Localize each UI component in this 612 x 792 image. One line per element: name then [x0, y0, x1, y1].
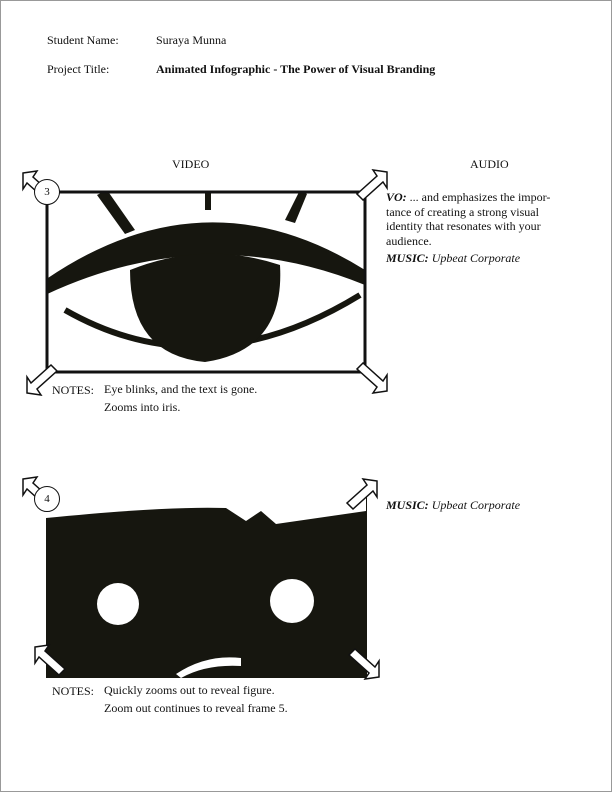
frame-4-audio: MUSIC: Upbeat Corporate — [386, 498, 561, 513]
music: MUSIC: Upbeat Corporate — [386, 498, 561, 513]
audio-column-header: AUDIO — [470, 157, 509, 171]
note-line: Zoom out continues to reveal frame 5. — [104, 701, 288, 715]
music-label: MUSIC: — [386, 498, 429, 512]
frame-number-badge: 3 — [34, 179, 60, 205]
frame-3-eye-image — [45, 190, 367, 374]
video-column-header: VIDEO — [172, 157, 210, 171]
music: MUSIC: Upbeat Corporate — [386, 251, 561, 266]
student-name-label: Student Name: — [47, 33, 119, 47]
note-line: Zooms into iris. — [104, 400, 181, 414]
vo-text: ... and emphasizes the impor-tance of cr… — [386, 190, 551, 248]
project-title-label: Project Title: — [47, 62, 110, 76]
note-line: Eye blinks, and the text is gone. — [104, 382, 258, 396]
frame-3-audio: VO: ... and emphasizes the impor-tance o… — [386, 190, 561, 266]
corner-arrow-icon — [26, 363, 59, 396]
notes-label: NOTES: — [52, 684, 94, 698]
music-text: Upbeat Corporate — [428, 251, 521, 265]
corner-arrow-icon — [355, 361, 388, 394]
vo-label: VO: — [386, 190, 407, 204]
frame-number-badge: 4 — [34, 486, 60, 512]
music-text: Upbeat Corporate — [428, 498, 521, 512]
corner-arrow-icon — [355, 169, 388, 202]
music-label: MUSIC: — [386, 251, 429, 265]
note-line: Quickly zooms out to reveal figure. — [104, 683, 275, 697]
corner-arrow-icon — [347, 647, 380, 680]
notes-label: NOTES: — [52, 383, 94, 397]
project-title: Animated Infographic - The Power of Visu… — [156, 62, 436, 76]
student-name: Suraya Munna — [156, 33, 227, 47]
corner-arrow-icon — [345, 478, 378, 511]
corner-arrow-icon — [34, 644, 67, 677]
frame-4-closeup-image — [46, 496, 367, 678]
voiceover: VO: ... and emphasizes the impor-tance o… — [386, 190, 561, 248]
